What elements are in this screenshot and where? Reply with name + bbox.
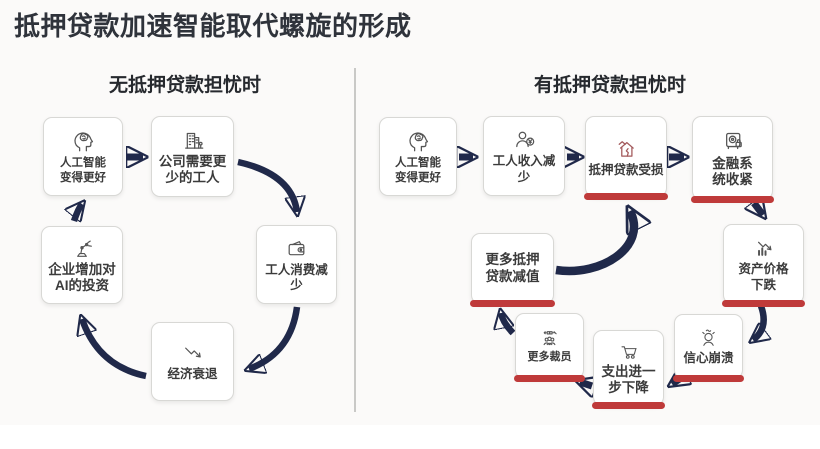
- node-label: 抵押贷款受损: [588, 162, 664, 177]
- node-label: 金融系 统收紧: [712, 155, 753, 187]
- head-brain-icon: [74, 132, 94, 152]
- decline-arrow-icon: [184, 347, 201, 358]
- highlight-bar: [673, 375, 744, 382]
- node-mortgages-impaired: 抵押贷款受损: [584, 116, 668, 200]
- node-more-layoffs: 更多裁员: [514, 313, 585, 382]
- node-more-ai-investment: 企业增加对 AI的投资: [41, 226, 123, 304]
- shopping-cart-icon: [621, 345, 637, 359]
- node-asset-prices-fall: 资产价格 下跌: [722, 224, 805, 307]
- node-label: 人工智能 变得更好: [60, 157, 106, 184]
- highlight-bar: [584, 193, 668, 200]
- node-label: 公司需要更 少的工人: [158, 153, 227, 185]
- node-ai-improves-right: 人工智能 变得更好: [379, 117, 457, 196]
- node-label: 更多抵押 贷款减值: [485, 252, 540, 284]
- layoff-people-icon: [543, 331, 557, 346]
- node-label: 人工智能 变得更好: [395, 157, 441, 184]
- highlight-bar: [722, 300, 805, 307]
- head-brain-icon: [409, 132, 429, 152]
- page-title: 抵押贷款加速智能取代螺旋的形成: [14, 11, 412, 41]
- left-cycle-header: 无抵押贷款担忧时: [108, 75, 261, 96]
- highlight-bar: [470, 300, 555, 307]
- highlight-bar: [514, 375, 585, 382]
- chart-down-icon: [758, 241, 772, 257]
- node-ai-improves-left: 人工智能 变得更好: [43, 117, 123, 196]
- node-label: 工人收入减 少: [492, 154, 556, 184]
- node-confidence-collapses: 信心崩溃: [673, 314, 744, 382]
- node-more-mortgage-writedowns: 更多抵押 贷款减值: [470, 233, 555, 307]
- node-label: 更多裁员: [527, 351, 572, 364]
- highlight-bar: [592, 402, 665, 409]
- worker-coin-icon: [515, 131, 534, 148]
- node-label: 经济衰退: [167, 367, 218, 382]
- node-worker-income-falls: 工人收入减 少: [483, 116, 565, 196]
- highlight-bar: [691, 196, 774, 203]
- node-spending-falls-further: 支出进一 步下降: [592, 330, 665, 409]
- right-cycle-header: 有抵押贷款担忧时: [533, 75, 686, 96]
- node-label: 工人消费减 少: [265, 262, 328, 292]
- node-label: 支出进一 步下降: [601, 363, 656, 395]
- robot-arm-icon: [77, 240, 92, 257]
- node-label: 资产价格 下跌: [738, 262, 789, 292]
- node-recession: 经济衰退: [151, 322, 234, 401]
- node-label: 企业增加对 AI的投资: [48, 261, 116, 293]
- node-fewer-workers: 公司需要更 少的工人: [151, 116, 234, 197]
- node-financial-system-tightens: 金融系 统收紧: [691, 116, 774, 203]
- damaged-house-icon: [618, 140, 634, 157]
- node-less-consumption: 工人消费减 少: [256, 225, 337, 304]
- node-label: 信心崩溃: [683, 350, 734, 365]
- panel-divider: [354, 68, 356, 412]
- bank-vault-icon: [725, 132, 742, 149]
- wallet-icon: [288, 240, 305, 256]
- panic-person-icon: [702, 329, 715, 346]
- office-building-icon: [184, 132, 203, 149]
- bottom-margin: [0, 425, 820, 449]
